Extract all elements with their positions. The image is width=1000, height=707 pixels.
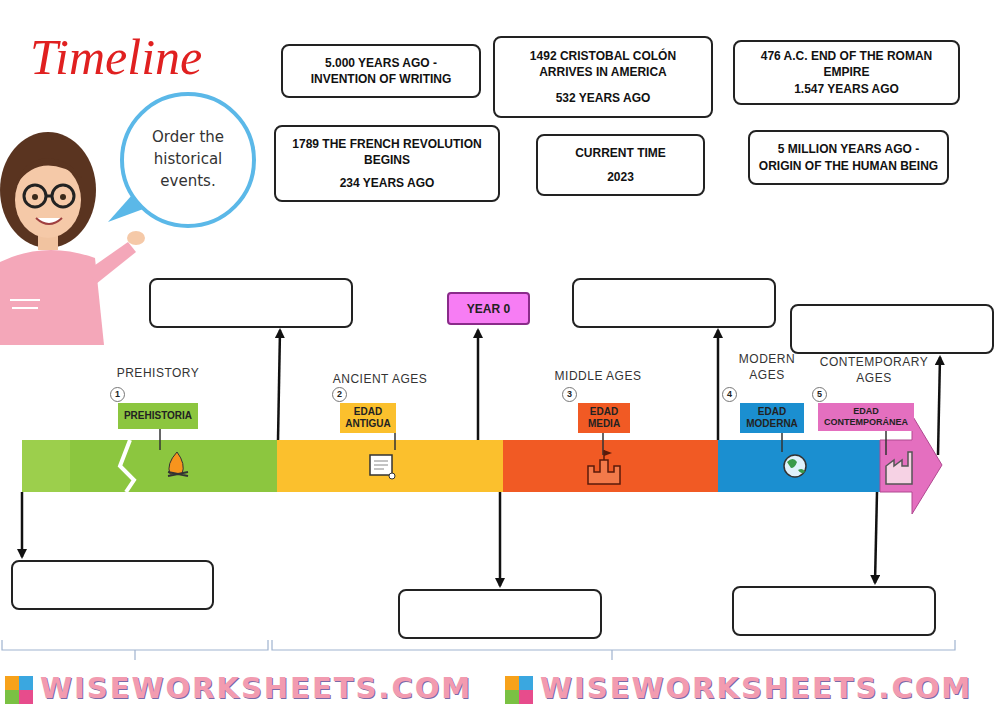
watermark: WISEWORKSHEETS.COM (540, 671, 972, 705)
node-text: 5 MILLION YEARS AGO -ORIGIN OF THE HUMAN… (758, 141, 939, 173)
speech-bubble: Order the historical events. (120, 92, 256, 228)
node-text: 234 YEARS AGO (340, 175, 435, 191)
node-text: EDAD MEDIA (581, 406, 627, 430)
event-card: 1789 THE FRENCH REVOLUTION BEGINS 234 YEA… (274, 125, 500, 202)
period-tag: EDAD CONTEMPORÁNEA (818, 403, 914, 431)
node-text: PREHISTORIA (124, 410, 192, 422)
event-card: CURRENT TIME 2023 (536, 134, 705, 196)
title: Timeline (30, 28, 202, 86)
node-text: 2023 (607, 169, 634, 185)
period-tag: EDAD ANTIGUA (340, 403, 396, 433)
period-name: CONTEMPORARY AGES (815, 355, 933, 386)
year-zero-box: YEAR 0 (447, 292, 530, 325)
answer-boxes (12, 279, 993, 638)
node-text: CURRENT TIME (575, 145, 666, 161)
node-text: EDAD MODERNA (743, 406, 801, 430)
node-text: 1789 THE FRENCH REVOLUTION BEGINS (284, 136, 490, 168)
node-text: 1.547 YEARS AGO (794, 81, 899, 97)
node-text: Order the historical events. (138, 127, 238, 192)
period-tag: EDAD MEDIA (578, 403, 630, 433)
node-text: 532 YEARS AGO (556, 90, 651, 106)
event-card: 5.000 YEARS AGO - INVENTION OF WRITING (281, 44, 481, 98)
node-text: EDAD ANTIGUA (343, 406, 393, 430)
node-text: EDAD CONTEMPORÁNEA (821, 406, 911, 428)
callout-number: 1 (110, 387, 125, 402)
node-text: 1492 CRISTOBAL COLÓN ARRIVES IN AMERICA (503, 48, 703, 80)
period-icons (168, 450, 912, 484)
period-name: PREHISTORY (103, 366, 213, 382)
node-text: YEAR 0 (467, 302, 510, 316)
event-card: 5 MILLION YEARS AGO -ORIGIN OF THE HUMAN… (748, 130, 949, 185)
event-card: 1492 CRISTOBAL COLÓN ARRIVES IN AMERICA 5… (493, 36, 713, 118)
callout-number: 2 (332, 387, 347, 402)
period-name: MIDDLE AGES (538, 369, 658, 385)
period-name: ANCIENT AGES (320, 372, 440, 388)
event-card: 476 A.C. END OF THE ROMAN EMPIRE1.547 YE… (733, 40, 960, 105)
node-text: 5.000 YEARS AGO - INVENTION OF WRITING (291, 55, 471, 87)
timeline-bar (22, 415, 942, 514)
node-text: 476 A.C. END OF THE ROMAN EMPIRE (743, 48, 950, 80)
period-name: MODERN AGES (732, 352, 802, 383)
callout-number: 4 (722, 387, 737, 402)
period-tag: EDAD MODERNA (740, 403, 804, 433)
callout-number: 5 (812, 387, 827, 402)
callout-number: 3 (562, 387, 577, 402)
watermark: WISEWORKSHEETS.COM (40, 671, 472, 705)
period-tag: PREHISTORIA (118, 403, 198, 429)
